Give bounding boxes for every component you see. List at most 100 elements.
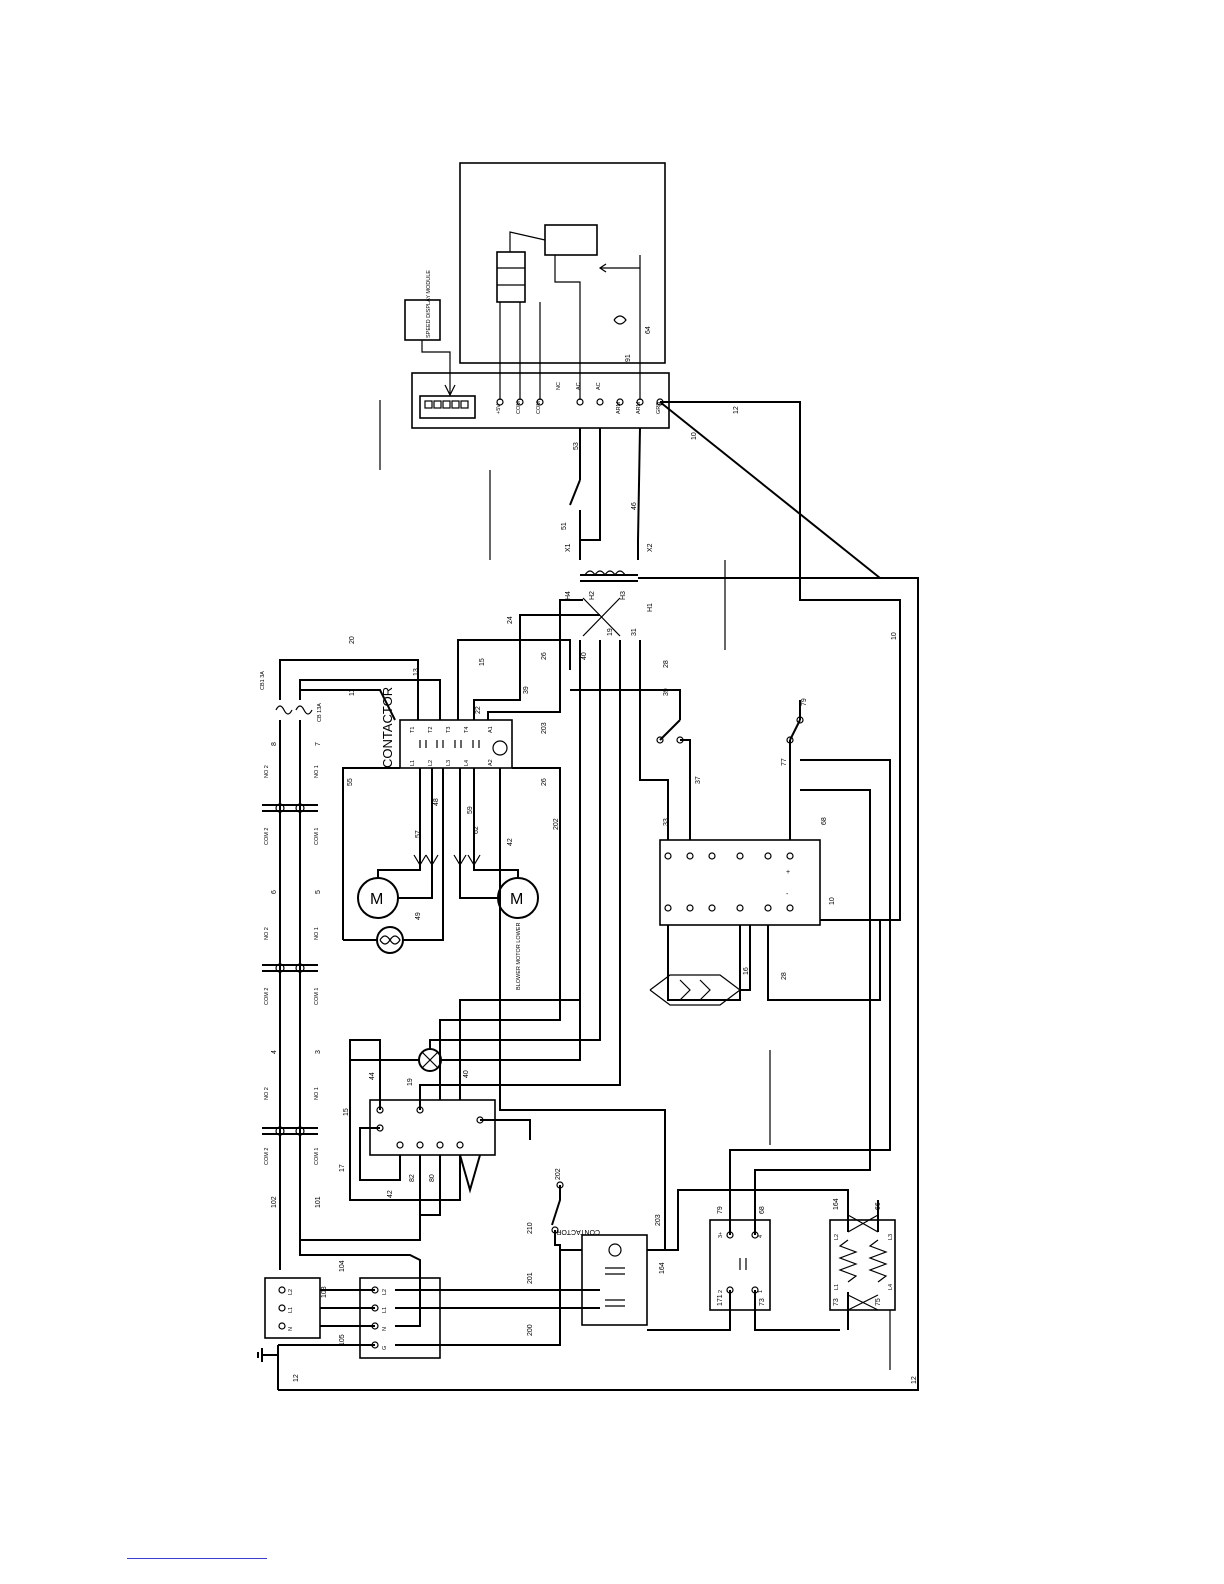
wire-number: 4 xyxy=(271,1050,278,1054)
wire-number: 51 xyxy=(561,522,568,530)
relay-terminal: 2 xyxy=(718,1290,724,1293)
dip-switches xyxy=(424,400,469,409)
wire-number: 7 xyxy=(315,742,322,746)
contactor-pole: A1 xyxy=(488,726,494,733)
wire-number: 10 xyxy=(829,897,836,905)
switch-label: NO 2 xyxy=(264,1087,270,1100)
footer-link-underline[interactable] xyxy=(127,1558,267,1559)
wire-number: 12 xyxy=(733,406,740,414)
wire-number: 17 xyxy=(339,1164,346,1172)
terminal-block-label: G xyxy=(382,1346,388,1350)
contactor-pole: L1 xyxy=(410,760,416,766)
element-label: L2 xyxy=(834,1234,840,1240)
sensor-assembly xyxy=(496,224,641,400)
contactor-pole: L4 xyxy=(464,760,470,766)
wire-number: 5 xyxy=(315,890,322,894)
element-label: L3 xyxy=(888,1234,894,1240)
relay-terminal: 3+ xyxy=(718,1232,724,1238)
contactor-pole: T3 xyxy=(446,727,452,733)
wire-number: 57 xyxy=(415,830,422,838)
circuit-breakers: CB1 3A CB 13A xyxy=(260,671,323,1240)
controller-terminal-label: AC xyxy=(576,382,582,390)
wire-number: 77 xyxy=(781,758,788,766)
wire-number: 15 xyxy=(343,1108,350,1116)
wire-number: 20 xyxy=(349,636,356,644)
relay-terminal: 1 xyxy=(758,1290,764,1293)
wire-number: 26 xyxy=(541,652,548,660)
wire-number: 8 xyxy=(271,742,278,746)
wire-number: 75 xyxy=(875,1298,882,1306)
wire-number: 28 xyxy=(663,660,670,668)
wire-number: 202 xyxy=(553,818,560,830)
transformer-terminal: H3 xyxy=(620,591,627,600)
element-label: L1 xyxy=(834,1284,840,1290)
wire-number: 59 xyxy=(467,806,474,814)
speed-display-module: SPEED DISPLAY MODULE xyxy=(404,270,456,397)
contactor-top-wires xyxy=(279,599,600,721)
wire-number: 24 xyxy=(507,616,514,624)
interlock-switches: COM 2 COM 1 NO 2 NO 1 COM 2 COM 1 NO 2 N… xyxy=(262,765,320,1165)
oven-control-board xyxy=(300,640,621,1241)
controller-terminal-label: ARM xyxy=(636,401,642,414)
transformer: X1 X2 H4 H3 H1 H2 xyxy=(565,427,654,637)
switch-label: NO 2 xyxy=(264,927,270,940)
speed-display-label: SPEED DISPLAY MODULE xyxy=(426,270,432,338)
contactor-pole: T1 xyxy=(410,727,416,733)
thermocouple xyxy=(649,925,751,1006)
wire-number: 28 xyxy=(781,972,788,980)
wire-number: 11 xyxy=(349,689,356,696)
wire-number: 91 xyxy=(625,354,632,362)
wire-number: 10 xyxy=(891,632,898,640)
controller-terminal-label: GRD xyxy=(656,402,662,414)
terminal-block-label: N xyxy=(382,1327,388,1331)
transformer-terminal: H2 xyxy=(589,591,596,600)
hi-limit-switch xyxy=(551,1181,564,1290)
wire-number: 68 xyxy=(821,817,828,825)
controller-terminal-label: +5V xyxy=(496,404,502,414)
wire-number: 6 xyxy=(271,890,278,894)
switch-label: NO 1 xyxy=(314,765,320,778)
wire-number: 105 xyxy=(339,1334,346,1346)
relay-terminal: 4 xyxy=(758,1235,764,1238)
wire-number: 22 xyxy=(475,706,482,714)
terminal-block-label: L1 xyxy=(382,1307,388,1313)
wire-number: 31 xyxy=(631,628,638,636)
switch-label: NO 1 xyxy=(314,927,320,940)
wire-number: 201 xyxy=(527,1272,534,1284)
controller-terminal-label: AC xyxy=(596,382,602,390)
circuit-breaker-label: CB1 3A xyxy=(260,671,266,690)
wire-number: 53 xyxy=(573,442,580,450)
wire-number: 10 xyxy=(691,432,698,440)
contactor-lower-label: CONTACTOR xyxy=(556,1228,600,1235)
wire-number: 19 xyxy=(407,1078,414,1086)
selector-polarity: + xyxy=(786,869,790,876)
outer-frame xyxy=(277,162,919,1391)
wire-number: 73 xyxy=(833,1298,840,1306)
wire-number: 101 xyxy=(315,1196,322,1208)
wire-number: 203 xyxy=(655,1214,662,1226)
input-terminal-blocks: L2 L1 N L2 L1 N G xyxy=(257,1240,600,1390)
transformer-terminal: H4 xyxy=(565,591,572,600)
contactor-pole: A2 xyxy=(488,759,494,766)
selector-polarity: - xyxy=(786,891,789,898)
wire-number: 171 xyxy=(717,1294,724,1306)
heat-relay: 3+ 4 2 1 xyxy=(647,759,891,1331)
motor-symbol: M xyxy=(370,891,383,908)
wire-number: 48 xyxy=(433,798,440,806)
wire-number: 33 xyxy=(663,818,670,826)
contactor-pole: L2 xyxy=(428,760,434,766)
wire-number: 37 xyxy=(695,776,702,784)
circuit-breaker-label: CB 13A xyxy=(317,703,323,722)
conveyor-thermostat-switch xyxy=(570,689,804,744)
wire-number: 62 xyxy=(473,826,480,834)
wire-number: 12 xyxy=(293,1374,300,1382)
controller-terminal-label: ARM xyxy=(616,401,622,414)
transformer-terminal: X1 xyxy=(565,543,572,552)
conveyor-switch xyxy=(569,428,581,540)
transformer-terminal: H1 xyxy=(647,603,654,612)
oven-light xyxy=(350,640,601,1072)
wire-number: 103 xyxy=(321,1286,328,1298)
wire-number: 202 xyxy=(555,1168,562,1180)
component-annotations xyxy=(379,400,891,1370)
